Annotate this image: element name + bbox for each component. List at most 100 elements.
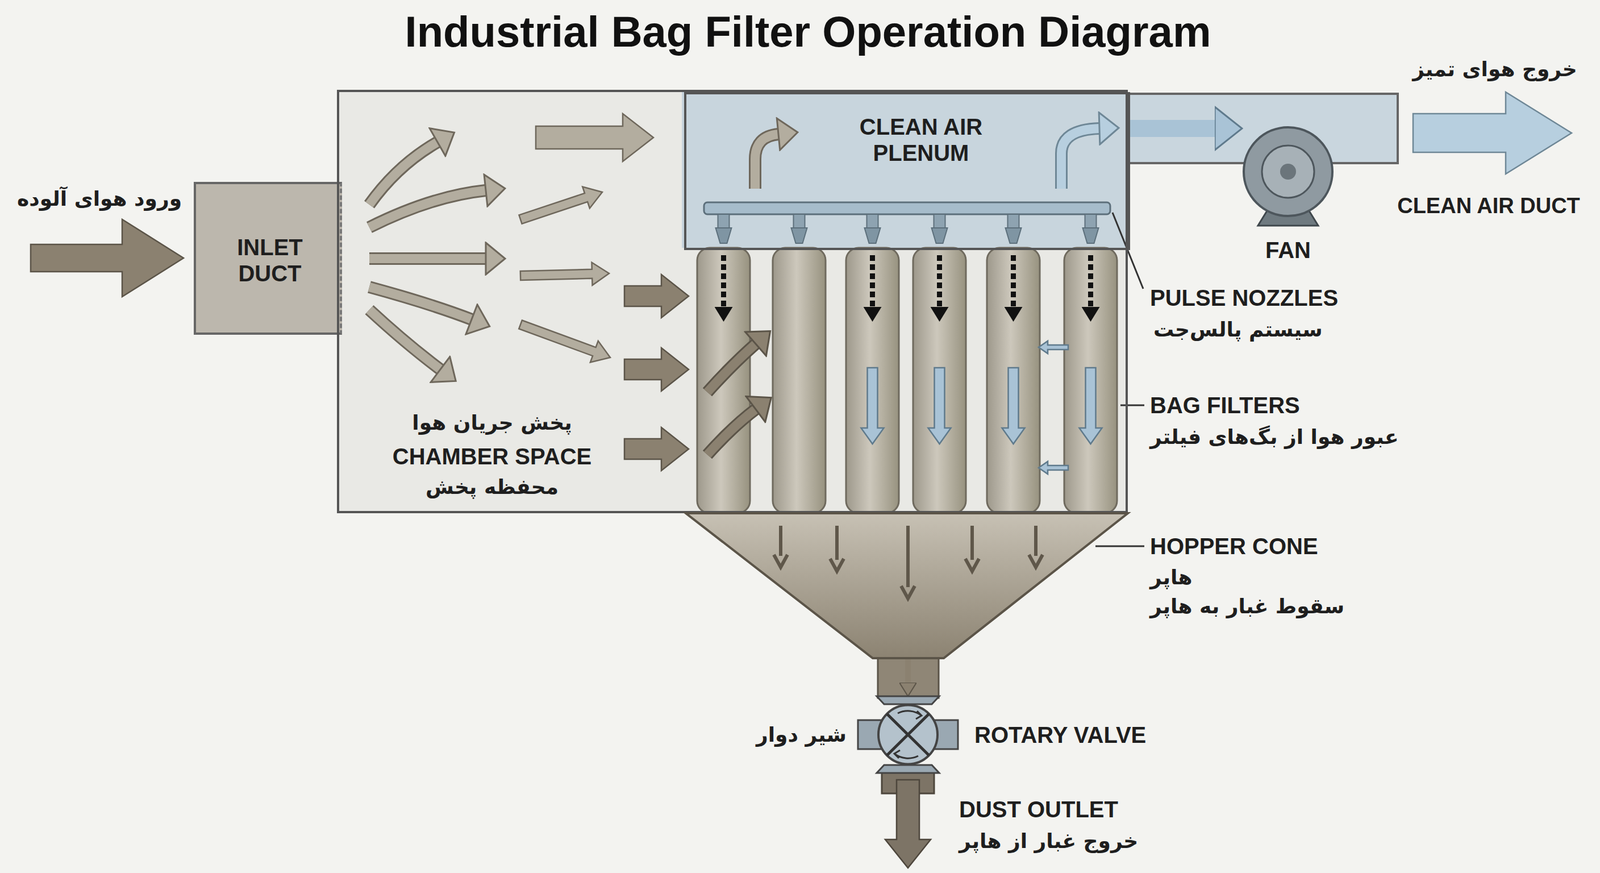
bag-filter (1064, 247, 1118, 514)
flow-arrow (1413, 92, 1572, 174)
chamber-housing: CLEAN AIR PLENUM پخش جریان هوا CHAMBER SPA… (336, 89, 1128, 514)
text-wrap: سقوط غبار به هاپر (1150, 594, 1345, 618)
rotation-arrow (894, 750, 919, 758)
dust-fall-arrow (965, 525, 979, 572)
flow-arrow (369, 190, 486, 228)
text-wrap: PULSE NOZZLES (1150, 284, 1339, 311)
bag-filter (846, 247, 899, 514)
pulse-nozzle (718, 214, 730, 228)
pulse-nozzle (791, 227, 808, 244)
leader-line (1095, 545, 1145, 548)
flow-arrow (369, 253, 486, 264)
flow-arrow-outline (369, 286, 472, 320)
flow-arrow (369, 309, 441, 370)
text-wrap: INLET DUCT (213, 234, 327, 287)
flow-arrow (516, 313, 615, 369)
text-wrap: FAN (1265, 236, 1311, 264)
flow-arrow (861, 367, 885, 444)
inlet-duct-fill (193, 181, 343, 335)
pulse-arrow (721, 255, 727, 307)
flow-arrow (1061, 128, 1100, 189)
text-wrap: عبور هوا از بگ‌های فیلتر (1150, 425, 1399, 449)
flow-arrow-outline (707, 409, 756, 455)
valve-rotor (878, 705, 938, 765)
text-wrap: ورود هوای آلوده (17, 186, 182, 211)
hopper-cone: HOPPER CONEهاپرسقوط غبار به هاپر (685, 513, 1128, 658)
part-label: CLEAN AIR DUCT (1397, 193, 1581, 219)
fan-hub (1280, 163, 1297, 180)
rotary-valve-shape (869, 696, 947, 773)
connector (1130, 119, 1215, 137)
inlet-duct: INLET DUCT (193, 181, 343, 335)
part-label: خروج هوای تمیز (1412, 57, 1577, 81)
node-text: پخش جریان هوا (411, 410, 572, 435)
leader-line (1112, 212, 1144, 289)
fan-housing (1243, 127, 1333, 216)
plenum-fill (681, 89, 1128, 248)
pulse-arrow (1088, 255, 1094, 307)
dust-fall-arrow (830, 525, 844, 572)
text-wrap: HOPPER CONE (1150, 532, 1319, 560)
text-wrap: BAG FILTERS (1150, 392, 1300, 419)
hopper-neck (877, 656, 939, 698)
text-wrap: پخش جریان هوا (411, 410, 572, 435)
pulse-nozzle (793, 214, 806, 228)
flow-arrow (707, 343, 756, 393)
node-text: هاپر (1150, 565, 1193, 589)
flow-arrow-outline (755, 134, 779, 189)
node-text: محفظه پخش (425, 475, 559, 499)
flow-arrow (1002, 367, 1025, 444)
flow-arrow (517, 181, 607, 231)
flow-arrow (1079, 367, 1103, 444)
part-label: عبور هوا از بگ‌های فیلتر (1150, 425, 1399, 449)
dust-fall-arrow (773, 525, 788, 568)
part-label: خروج غبار از هاپر (959, 828, 1139, 853)
flow-arrow-outline (369, 142, 438, 205)
flow-arrow (30, 219, 184, 297)
flow-arrow (1038, 340, 1069, 354)
pulse-nozzle (1082, 227, 1099, 244)
pulse-arrow (936, 255, 943, 307)
flow-arrow (624, 274, 689, 318)
connector (905, 657, 911, 683)
pulse-nozzle (1085, 214, 1097, 228)
housing-fill (336, 89, 1128, 514)
pulse-nozzle (934, 214, 946, 228)
fan-wheel (1261, 145, 1315, 198)
text-wrap: محفظه پخش (425, 475, 559, 499)
text-wrap: ROTARY VALVE (974, 721, 1147, 748)
hopper-cone-shape (685, 513, 1128, 658)
valve-flange (876, 696, 940, 704)
flow-arrow (624, 347, 689, 391)
fan-shape (1242, 125, 1335, 218)
flow-arrow (519, 261, 610, 287)
dust-fall-arrow (901, 525, 915, 599)
node-text: سقوط غبار به هاپر (1150, 594, 1345, 618)
text-wrap: CHAMBER SPACE (392, 443, 592, 470)
node-text: CHAMBER SPACE (392, 443, 592, 470)
pulse-nozzle (1007, 214, 1020, 228)
pulse-nozzle (867, 214, 879, 228)
flow-arrow (885, 779, 931, 868)
clean-air-plenum: CLEAN AIR PLENUM (684, 92, 1131, 250)
flow-arrow-outline (369, 190, 486, 228)
part-label: PULSE NOZZLES (1150, 284, 1339, 311)
flow-arrow (535, 113, 654, 162)
hopper-body (685, 513, 1128, 658)
flow-arrow (624, 427, 689, 471)
text-wrap: شیر دوار (756, 722, 847, 747)
node-text: INLET DUCT (213, 234, 327, 287)
text-wrap: CLEAN AIR DUCT (1397, 193, 1581, 219)
part-label: BAG FILTERS (1150, 392, 1300, 419)
dust-fall-arrow (1028, 525, 1043, 568)
node-text: ROTARY VALVE (974, 721, 1147, 748)
text-wrap: هاپر (1150, 565, 1193, 589)
text-wrap: سیستم پالس‌جت (1153, 317, 1323, 341)
pulse-nozzle (931, 227, 948, 244)
flow-arrow (369, 286, 472, 320)
flow-arrow-outline (369, 309, 441, 370)
pulse-nozzle (864, 227, 881, 244)
flow-arrow-outline (1061, 128, 1100, 189)
fan: FAN (1242, 125, 1335, 218)
leader-line (1120, 404, 1145, 407)
